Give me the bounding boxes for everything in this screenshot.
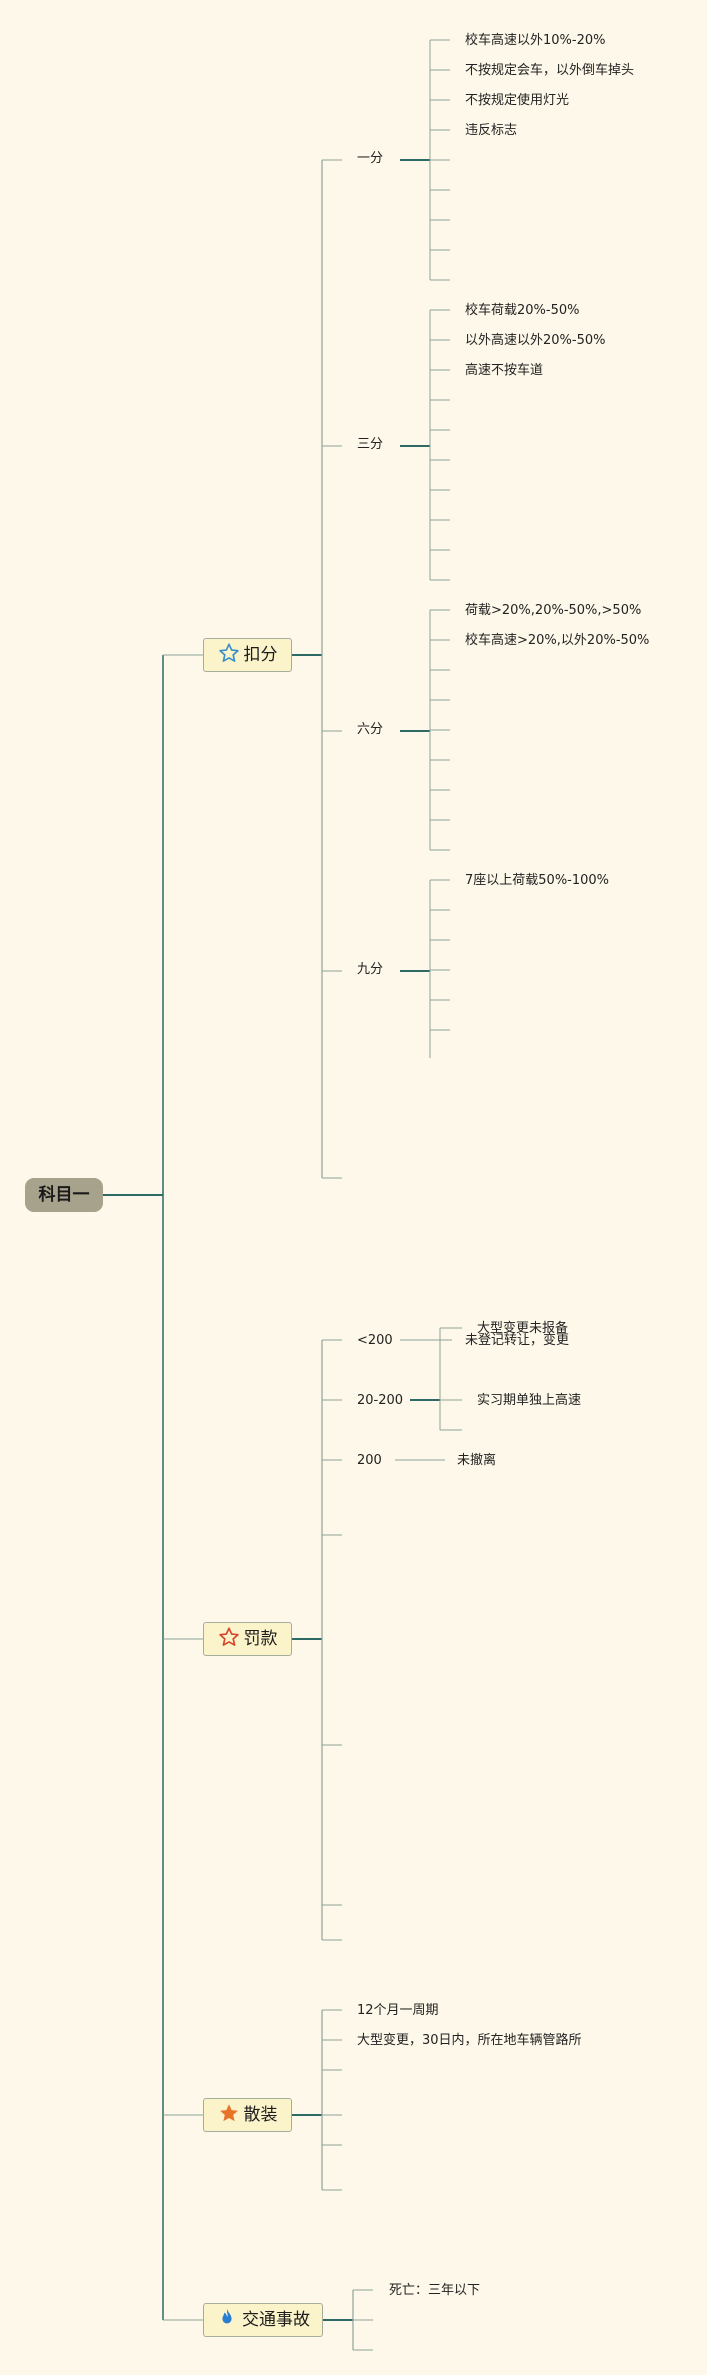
leaf-label[interactable]: 校车高速以外10%-20% [465, 33, 606, 48]
leaf-label[interactable]: 以外高速以外20%-50% [465, 333, 606, 348]
group-label[interactable]: 三分 [357, 437, 384, 452]
group-label[interactable]: 死亡：三年以下 [389, 2283, 481, 2298]
leaf-label[interactable]: 7座以上荷载50%-100% [465, 873, 610, 888]
leaf-label[interactable]: 未撤离 [457, 1453, 497, 1468]
topic-deduct-points[interactable]: 扣分 [203, 638, 292, 672]
group-label[interactable]: 12个月一周期 [357, 2003, 439, 2018]
star-filled-icon [218, 2102, 240, 2124]
topic-label: 扣分 [243, 645, 278, 665]
group-label[interactable]: 六分 [357, 722, 384, 737]
flame-icon [216, 2307, 238, 2329]
star-outline-red-icon [218, 1626, 240, 1648]
leaf-label[interactable]: 不按规定使用灯光 [465, 93, 570, 108]
leaf-label[interactable]: 未登记转让，变更 [465, 1333, 570, 1348]
leaf-label[interactable]: 不按规定会车，以外倒车掉头 [465, 63, 635, 78]
group-label[interactable]: 20-200 [357, 1393, 404, 1408]
group-label[interactable]: 一分 [357, 151, 384, 166]
leaf-label[interactable]: 校车高速>20%,以外20%-50% [465, 633, 650, 648]
topic-label: 罚款 [243, 1629, 278, 1649]
leaf-label[interactable]: 违反标志 [465, 123, 518, 138]
group-label[interactable]: <200 [357, 1333, 393, 1348]
star-outline-icon [218, 642, 240, 664]
topic-fine[interactable]: 罚款 [203, 1622, 292, 1656]
topic-label: 交通事故 [242, 2310, 310, 2330]
group-label[interactable]: 200 [357, 1453, 382, 1468]
topic-bulk[interactable]: 散装 [203, 2098, 292, 2132]
leaf-label[interactable]: 实习期单独上高速 [477, 1393, 582, 1408]
root-node[interactable]: 科目一 [25, 1178, 103, 1212]
topic-label: 散装 [243, 2105, 278, 2125]
leaf-label[interactable]: 大型变更未报备 [477, 1321, 569, 1336]
leaf-label[interactable]: 高速不按车道 [465, 363, 544, 378]
group-label[interactable]: 大型变更，30日内，所在地车辆管路所 [357, 2033, 582, 2048]
leaf-label[interactable]: 校车荷载20%-50% [465, 303, 580, 318]
group-label[interactable]: 九分 [357, 962, 384, 977]
leaf-label[interactable]: 荷载>20%,20%-50%,>50% [465, 603, 642, 618]
topic-traffic-accident[interactable]: 交通事故 [203, 2303, 323, 2337]
